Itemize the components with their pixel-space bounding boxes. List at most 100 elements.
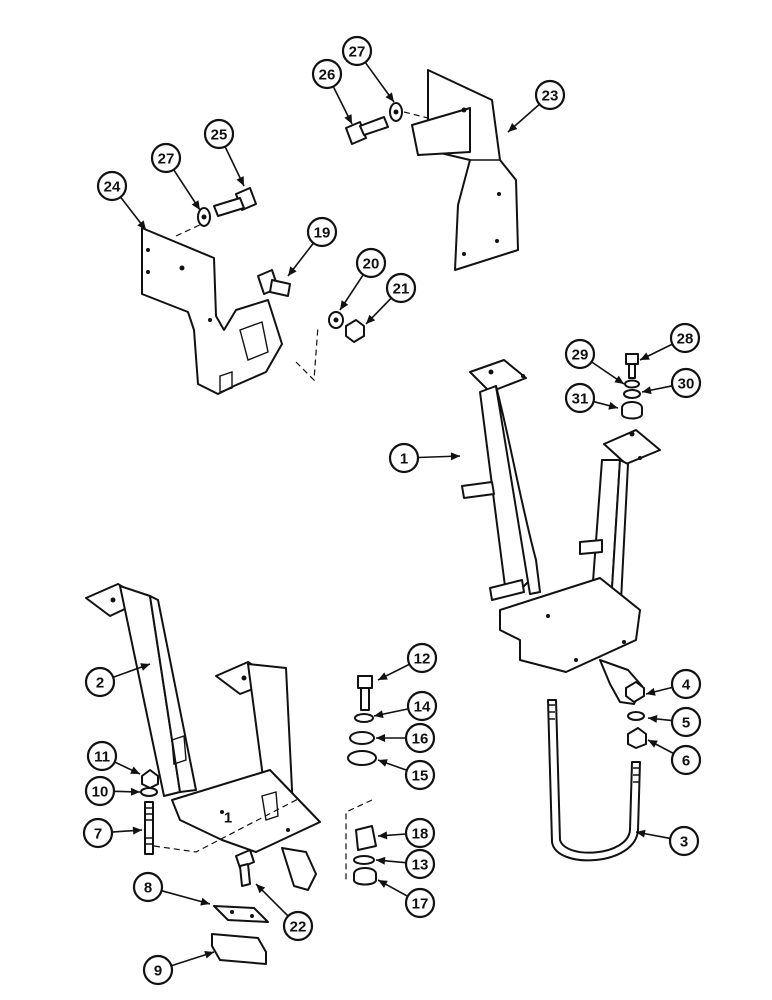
callout-balloon <box>388 442 420 474</box>
callout-balloon <box>404 722 436 754</box>
leader-arrowhead <box>378 880 388 888</box>
callout-9: 9 <box>142 950 215 986</box>
callout-7: 7 <box>82 817 143 849</box>
callout-balloon <box>282 910 314 942</box>
callout-23: 23 <box>507 79 566 133</box>
callout-number: 19 <box>314 225 331 242</box>
callout-21: 21 <box>365 272 417 325</box>
bolt-19 <box>257 269 291 297</box>
mount-15 <box>347 750 377 766</box>
bolt-28 <box>625 353 639 379</box>
callout-12: 12 <box>377 642 438 681</box>
callout-18: 18 <box>377 817 436 849</box>
callout-number: 3 <box>680 834 688 851</box>
callout-1: 1 <box>388 442 461 474</box>
washer-5 <box>627 711 645 721</box>
callout-29: 29 <box>564 338 625 385</box>
callout-number: 21 <box>393 281 410 298</box>
callout-balloon <box>404 887 436 919</box>
mount-17 <box>353 867 377 886</box>
callout-number: 2 <box>96 675 104 692</box>
callout-17: 17 <box>377 879 436 919</box>
callout-number: 30 <box>678 376 695 393</box>
callout-28: 28 <box>639 322 701 361</box>
callout-balloon <box>670 668 702 700</box>
callout-4: 4 <box>645 668 702 700</box>
callout-balloon <box>670 367 702 399</box>
callout-balloon <box>82 817 114 849</box>
callout-balloon <box>306 216 338 248</box>
callout-13: 13 <box>375 848 436 880</box>
callout-19: 19 <box>287 216 338 277</box>
leader-arrowhead <box>344 114 352 124</box>
washer-16 <box>349 731 375 745</box>
callout-31: 31 <box>564 382 619 414</box>
leader-arrowhead <box>340 300 349 310</box>
washer-14 <box>354 713 374 723</box>
callout-24: 24 <box>96 170 147 231</box>
callout-balloon <box>534 79 566 111</box>
clamp-9 <box>211 933 267 965</box>
mount-18 <box>355 825 377 851</box>
callout-number: 1 <box>400 451 408 468</box>
callout-balloon <box>404 848 436 880</box>
callout-number: 27 <box>349 44 366 61</box>
callout-16: 16 <box>376 722 436 754</box>
leader-arrowhead <box>376 856 386 865</box>
leader-arrowhead <box>137 220 146 230</box>
callout-number: 13 <box>412 857 429 874</box>
leader-arrowhead <box>608 401 618 410</box>
callout-balloon <box>406 690 438 722</box>
callout-26: 26 <box>311 58 353 125</box>
callout-balloon <box>385 272 417 304</box>
callout-balloon <box>564 338 596 370</box>
bolt-12 <box>357 675 373 711</box>
callout-number: 16 <box>412 731 429 748</box>
callout-number: 5 <box>682 715 690 732</box>
leader-arrowhead <box>378 672 388 680</box>
callout-10: 10 <box>84 775 141 807</box>
callout-number: 26 <box>319 67 336 84</box>
callout-number: 23 <box>542 88 559 105</box>
bracket-24 <box>141 227 283 395</box>
leader-arrowhead <box>191 200 200 210</box>
callout-balloon <box>132 871 164 903</box>
frame-1 <box>461 359 661 705</box>
callout-balloon <box>311 58 343 90</box>
callout-balloon <box>669 322 701 354</box>
callout-6: 6 <box>647 739 702 776</box>
callout-number: 4 <box>682 677 691 694</box>
leader-arrowhead <box>636 829 646 838</box>
callout-number: 27 <box>158 151 175 168</box>
callout-number: 9 <box>154 963 162 980</box>
callout-balloon <box>84 666 116 698</box>
callout-number: 10 <box>92 784 109 801</box>
callout-balloon <box>670 706 702 738</box>
callout-balloon <box>404 817 436 849</box>
bolt-22 <box>235 849 255 887</box>
washer-29 <box>624 379 640 389</box>
nut-4 <box>625 681 645 703</box>
leader-arrowhead <box>385 92 394 102</box>
callout-27b: 27 <box>341 35 395 103</box>
leader-arrowhead <box>646 687 656 696</box>
callout-balloon <box>406 642 438 674</box>
callout-balloon <box>84 775 116 807</box>
leader-arrowhead <box>140 663 150 671</box>
stud-7 <box>144 801 154 855</box>
bolt-25 <box>213 187 257 217</box>
bolt-26 <box>345 116 389 145</box>
stamp-label: 1 <box>224 810 232 827</box>
washer-10 <box>140 787 158 797</box>
u-bolt-3 <box>547 699 641 862</box>
callout-balloon <box>355 247 387 279</box>
leader-arrowhead <box>648 714 658 723</box>
leader-arrowhead <box>236 176 244 186</box>
callout-number: 8 <box>144 880 152 897</box>
callout-number: 12 <box>414 651 431 668</box>
callout-balloon <box>341 35 373 67</box>
callout-number: 7 <box>94 826 102 843</box>
plate-8 <box>213 905 269 923</box>
leader-arrowhead <box>378 831 388 840</box>
